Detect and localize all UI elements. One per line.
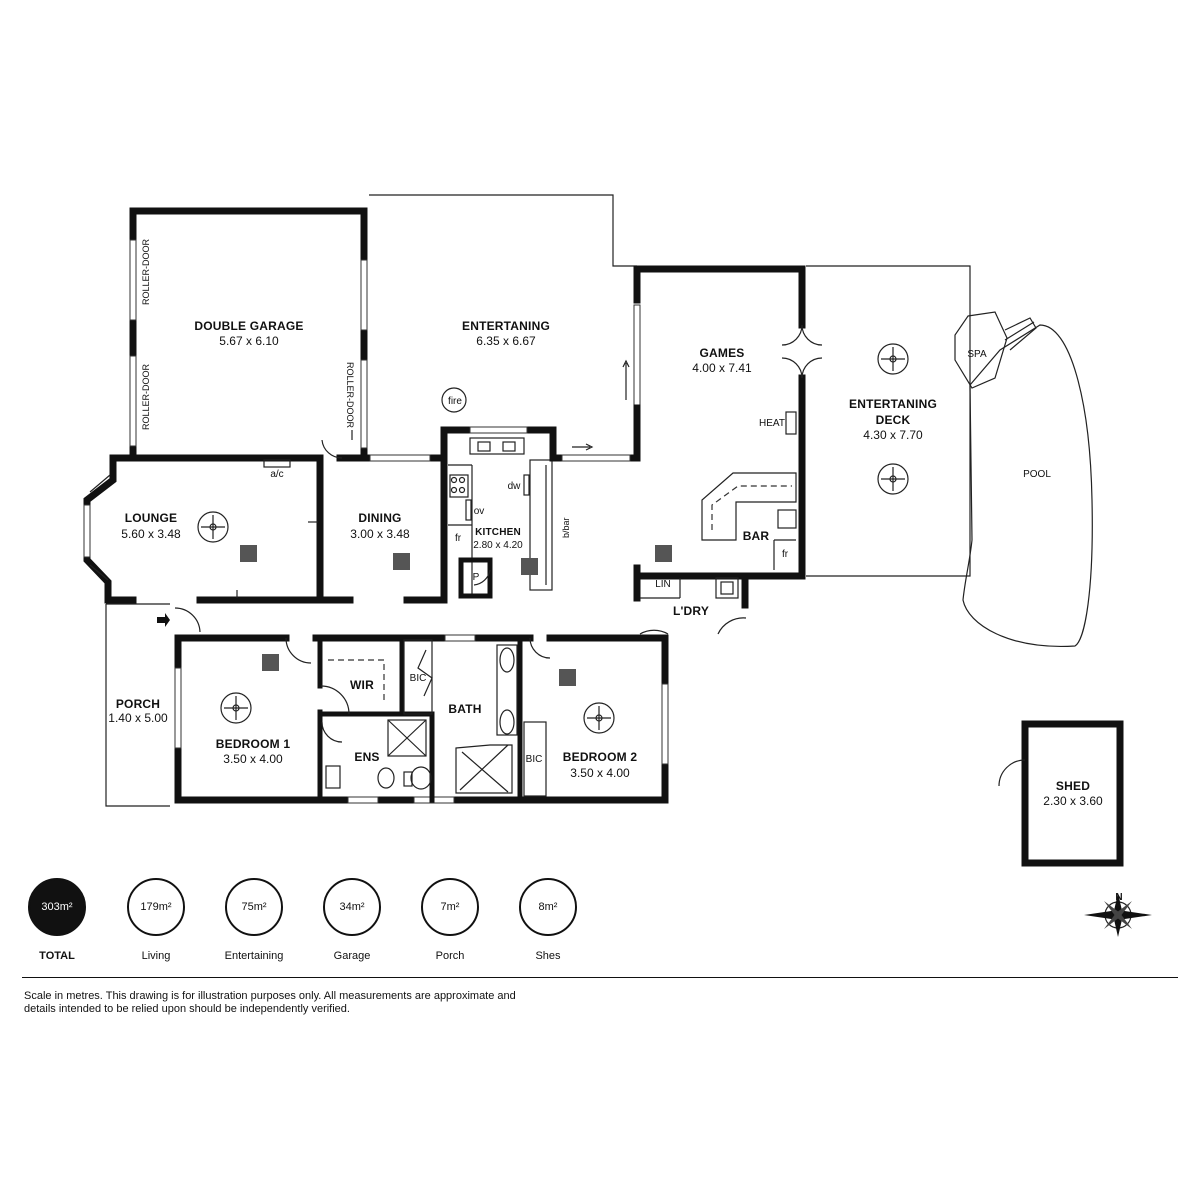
label-dw: dw <box>508 481 522 492</box>
spa-outline <box>954 311 1008 389</box>
room-name-wir: WIR <box>350 678 374 692</box>
floor-vent-icons <box>240 545 672 686</box>
fan-icon-deck2 <box>877 463 909 495</box>
stat-shes: 8m² Shes <box>503 878 593 962</box>
disclaimer-text: Scale in metres. This drawing is for ill… <box>24 990 516 1015</box>
room-name-dining: DINING <box>358 511 401 525</box>
room-name-bath: BATH <box>448 702 481 716</box>
stat-total: 303m² TOTAL <box>12 878 102 962</box>
room-dim-deck: 4.30 x 7.70 <box>863 428 923 442</box>
room-dim-entertaining: 6.35 x 6.67 <box>476 334 536 348</box>
stat-circle: 75m² <box>225 878 283 936</box>
room-name-deck-line1: ENTERTANING <box>849 397 937 411</box>
vent-icon <box>262 654 279 671</box>
ceiling-fan-icons <box>197 343 909 734</box>
label-roller-door-2: ROLLER-DOOR <box>141 363 151 430</box>
room-dim-lounge: 5.60 x 3.48 <box>121 527 181 541</box>
double-garage-walls <box>129 207 368 457</box>
north-arrow-icon <box>1084 893 1152 937</box>
stat-circle: 8m² <box>519 878 577 936</box>
stat-label: Garage <box>333 950 371 962</box>
room-name-double-garage: DOUBLE GARAGE <box>194 319 303 333</box>
label-heat: HEAT <box>759 418 785 429</box>
stat-living: 179m² Living <box>111 878 201 962</box>
room-name-kitchen: KITCHEN <box>475 527 521 538</box>
label-bbar: b/bar <box>561 517 571 538</box>
shed-walls <box>998 720 1124 867</box>
label-roller-door-3: ROLLER-DOOR <box>345 362 355 429</box>
vent-icon <box>655 545 672 562</box>
label-bic-bath: BIC <box>410 673 427 684</box>
bar-counter <box>701 472 797 570</box>
fan-icon-bed2 <box>583 702 615 734</box>
dining-walls <box>321 426 448 604</box>
entertaining-outline <box>369 194 637 267</box>
room-dim-kitchen: 2.80 x 4.20 <box>473 540 523 551</box>
stat-label: Entertaining <box>224 950 284 962</box>
label-pantry: P <box>473 572 480 583</box>
label-spa: SPA <box>967 349 987 360</box>
bedroom-wing-walls <box>174 634 669 804</box>
fan-icon-deck1 <box>877 343 909 375</box>
kitchen-walls <box>440 426 557 599</box>
pool-outline <box>962 324 1093 648</box>
label-fr-bar: fr <box>782 549 789 560</box>
room-labels: DOUBLE GARAGE 5.67 x 6.10 ENTERTANING 6.… <box>108 238 1122 903</box>
room-name-games: GAMES <box>699 346 744 360</box>
room-name-bedroom2: BEDROOM 2 <box>563 750 638 764</box>
stat-label: Living <box>141 950 171 962</box>
stat-porch: 7m² Porch <box>405 878 495 962</box>
porch-outline <box>105 603 201 807</box>
label-ov: ov <box>474 506 485 517</box>
room-name-entertaining: ENTERTANING <box>462 319 550 333</box>
label-ac: a/c <box>270 469 283 480</box>
area-legend: 303m² TOTAL 179m² Living 75m² Entertaini… <box>0 878 1200 978</box>
lounge-walls <box>83 454 354 604</box>
vent-icon <box>521 558 538 575</box>
room-name-deck-line2: DECK <box>876 413 911 427</box>
label-roller-door-1: ROLLER-DOOR <box>141 238 151 305</box>
room-dim-shed: 2.30 x 3.60 <box>1043 794 1103 808</box>
stat-circle: 179m² <box>127 878 185 936</box>
room-name-laundry: L'DRY <box>673 604 709 618</box>
stat-label: Shes <box>535 950 561 962</box>
label-fire: fire <box>448 396 462 407</box>
stat-circle: 7m² <box>421 878 479 936</box>
room-dim-porch: 1.40 x 5.00 <box>108 711 168 725</box>
room-dim-bedroom1: 3.50 x 4.00 <box>223 752 283 766</box>
room-name-bedroom1: BEDROOM 1 <box>216 737 291 751</box>
fireplace-icon <box>441 387 467 413</box>
room-name-bar: BAR <box>743 529 770 543</box>
vent-icon <box>559 669 576 686</box>
label-north: N <box>1115 892 1122 903</box>
stat-circle: 34m² <box>323 878 381 936</box>
room-dim-games: 4.00 x 7.41 <box>692 361 752 375</box>
stat-garage: 34m² Garage <box>307 878 397 962</box>
vent-icon <box>393 553 410 570</box>
label-bic-bed2: BIC <box>526 754 543 765</box>
stat-entertaining: 75m² Entertaining <box>209 878 299 962</box>
fan-icon-bed1 <box>220 692 252 724</box>
room-dim-double-garage: 5.67 x 6.10 <box>219 334 279 348</box>
entertaining-bottom-wall <box>549 359 641 462</box>
stat-label: TOTAL <box>39 950 75 962</box>
games-walls <box>633 265 823 580</box>
fan-icon-lounge <box>197 511 229 543</box>
vent-icon <box>240 545 257 562</box>
label-fr-kitchen: fr <box>455 533 462 544</box>
label-pool: POOL <box>1023 469 1051 480</box>
divider <box>22 977 1178 978</box>
laundry-walls <box>633 572 749 635</box>
room-name-lounge: LOUNGE <box>125 511 178 525</box>
room-dim-bedroom2: 3.50 x 4.00 <box>570 766 630 780</box>
stat-circle: 303m² <box>28 878 86 936</box>
label-lin: LIN <box>655 579 671 590</box>
room-name-porch: PORCH <box>116 697 160 711</box>
room-name-ens: ENS <box>354 750 379 764</box>
room-dim-dining: 3.00 x 3.48 <box>350 527 410 541</box>
stat-label: Porch <box>435 950 465 962</box>
room-name-shed: SHED <box>1056 779 1090 793</box>
